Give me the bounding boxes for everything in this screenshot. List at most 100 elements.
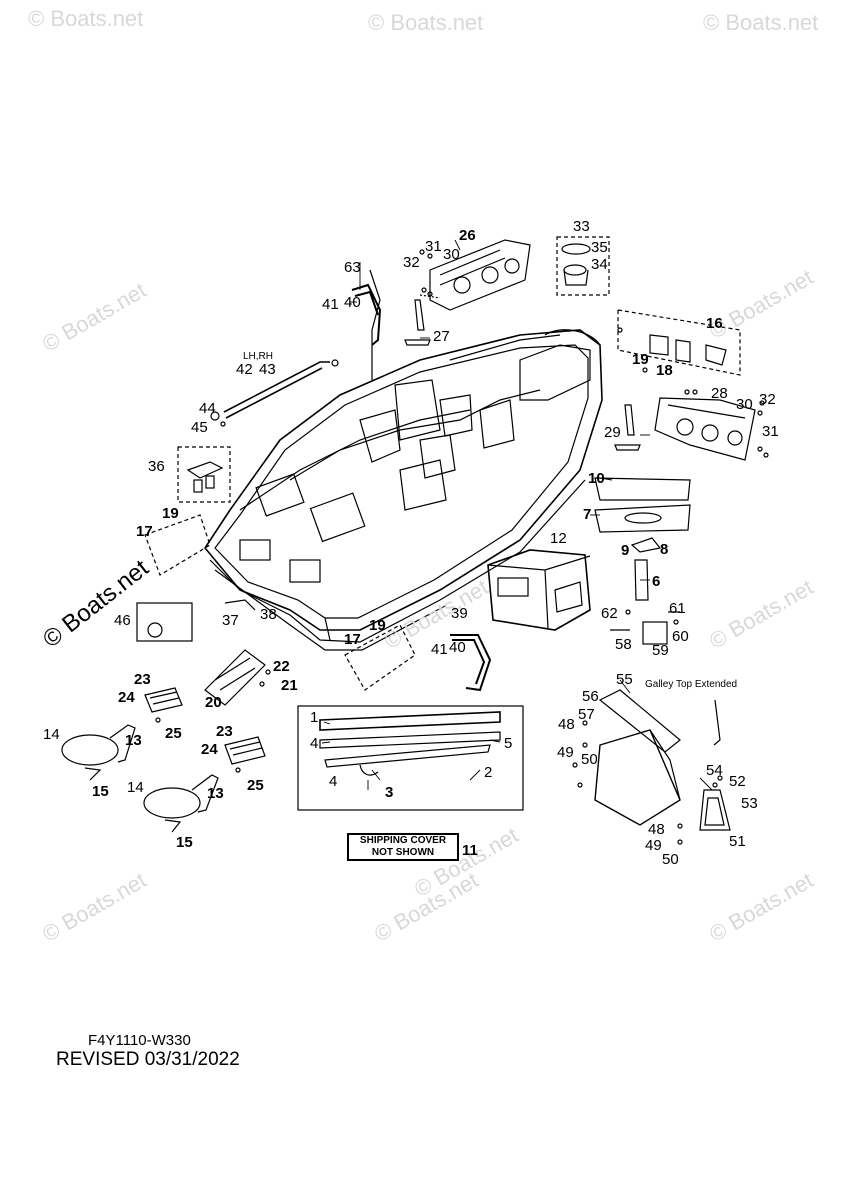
watermark: © Boats.net <box>28 6 144 31</box>
callout-15: 15 <box>176 834 193 851</box>
shower-46 <box>136 602 193 642</box>
callout-56: 56 <box>582 688 599 705</box>
callout-42: 42 <box>236 361 253 378</box>
callout-2: 2 <box>484 764 493 781</box>
shipping-cover-line1: SHIPPING COVER <box>359 835 447 846</box>
step-pad-23a <box>144 687 183 713</box>
callout-60: 60 <box>672 628 689 645</box>
callout-3: 3 <box>385 784 394 801</box>
callout-44: 44 <box>199 400 216 417</box>
shipping-cover-note: SHIPPING COVER NOT SHOWN <box>347 833 459 861</box>
callout-49: 49 <box>645 837 662 854</box>
seat-14b <box>143 774 219 833</box>
callout-38: 38 <box>260 606 277 623</box>
rubrail-box <box>297 705 524 811</box>
callout-30: 30 <box>736 396 753 413</box>
callout-46: 46 <box>114 612 131 629</box>
callout-4: 4 <box>329 773 338 790</box>
callout-21: 21 <box>281 677 298 694</box>
callout-19: 19 <box>369 617 386 634</box>
callout-22: 22 <box>273 658 290 675</box>
drink-holder-28 <box>654 397 756 461</box>
callout-19: 19 <box>162 505 179 522</box>
table-top-10 <box>594 477 691 501</box>
callout-53: 53 <box>741 795 758 812</box>
callout-35: 35 <box>591 239 608 256</box>
table-top-7 <box>594 504 691 533</box>
callout-28: 28 <box>711 385 728 402</box>
callout-54: 54 <box>706 762 723 779</box>
bracket-53 <box>699 789 731 831</box>
bracket-kit-16 <box>617 309 741 376</box>
leader-lines <box>321 239 713 791</box>
callout-25: 25 <box>247 777 264 794</box>
hook-37 <box>224 599 256 611</box>
lh-rh-note: LH,RH <box>243 351 274 362</box>
callout-31: 31 <box>425 238 442 255</box>
ladder-20 <box>204 649 266 706</box>
cooler-12 <box>487 549 591 631</box>
callout-1: 1 <box>310 709 319 726</box>
callout-8: 8 <box>660 541 669 558</box>
callout-63: 63 <box>344 259 361 276</box>
pedestal-6 <box>634 559 649 601</box>
callout-31: 31 <box>762 423 779 440</box>
callout-14: 14 <box>43 726 60 743</box>
callout-39: 39 <box>451 605 468 622</box>
callout-12: 12 <box>550 530 567 547</box>
callout-40: 40 <box>449 639 466 656</box>
callout-14: 14 <box>127 779 144 796</box>
grab-handle-63 <box>351 283 382 346</box>
callout-57: 57 <box>578 706 595 723</box>
table-post-29 <box>614 404 641 451</box>
callout-52: 52 <box>729 773 746 790</box>
watermark: © Boats.net <box>368 10 484 35</box>
callout-41: 41 <box>431 641 448 658</box>
callout-36: 36 <box>148 458 165 475</box>
callout-41: 41 <box>322 296 339 313</box>
callout-33: 33 <box>573 218 590 235</box>
kit-box-17a <box>144 514 211 576</box>
callout-37: 37 <box>222 612 239 629</box>
callout-48: 48 <box>648 821 665 838</box>
callout-48: 48 <box>558 716 575 733</box>
galley-top-note: Galley Top Extended <box>645 679 738 690</box>
rail-42-43 <box>223 361 330 419</box>
table-post-27 <box>404 299 431 346</box>
callout-30: 30 <box>443 246 460 263</box>
callout-62: 62 <box>601 605 618 622</box>
callout-19: 19 <box>632 351 649 368</box>
callout-55: 55 <box>616 671 633 688</box>
callout-18: 18 <box>656 362 673 379</box>
callout-58: 58 <box>615 636 632 653</box>
callout-50: 50 <box>581 751 598 768</box>
drink-holder-26 <box>429 239 531 311</box>
callout-24: 24 <box>118 689 135 706</box>
galley-55 <box>594 689 721 826</box>
callout-23: 23 <box>216 723 233 740</box>
callout-24: 24 <box>201 741 218 758</box>
callout-16: 16 <box>706 315 723 332</box>
callout-5: 5 <box>504 735 513 752</box>
callout-23: 23 <box>134 671 151 688</box>
callout-50: 50 <box>662 851 679 868</box>
callout-51: 51 <box>729 833 746 850</box>
callout-7: 7 <box>583 506 592 523</box>
callout-15: 15 <box>92 783 109 800</box>
callout-17: 17 <box>136 523 153 540</box>
shipping-cover-line2: NOT SHOWN <box>371 847 435 858</box>
hardware-screws <box>155 249 769 845</box>
callout-17: 17 <box>344 631 361 648</box>
callout-25: 25 <box>165 725 182 742</box>
callout-43: 43 <box>259 361 276 378</box>
cupholder-box-33 <box>556 236 610 296</box>
callout-10: 10 <box>588 470 605 487</box>
callout-20: 20 <box>205 694 222 711</box>
callout-32: 32 <box>403 254 420 271</box>
callout-26: 26 <box>459 227 476 244</box>
callout-45: 45 <box>191 419 208 436</box>
revision-date: REVISED 03/31/2022 <box>56 1049 240 1070</box>
callout-9: 9 <box>621 542 630 559</box>
callout-29: 29 <box>604 424 621 441</box>
